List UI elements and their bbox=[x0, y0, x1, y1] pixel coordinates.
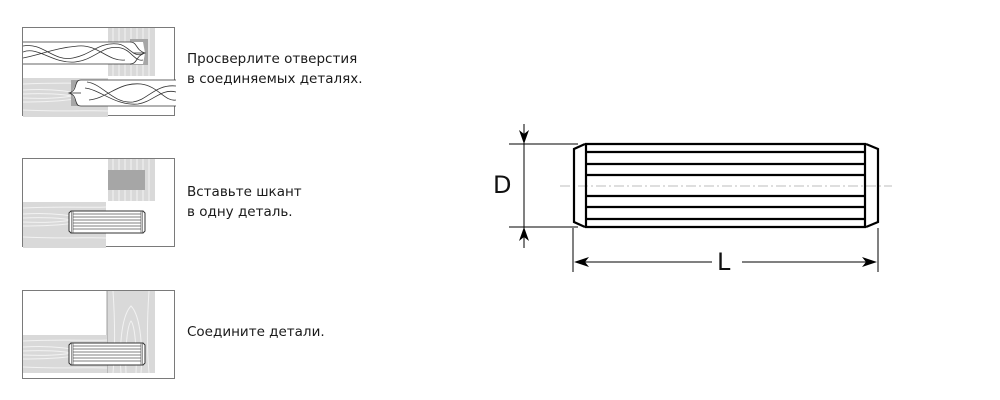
step-3-illustration bbox=[22, 290, 175, 379]
step-1-line-2: в соединяемых деталях. bbox=[187, 71, 363, 87]
dowel-icon bbox=[68, 210, 146, 234]
step-1-line-1: Просверлите отверстия bbox=[187, 51, 358, 67]
insert-dowel-icon bbox=[23, 159, 155, 248]
step-2-instruction: Вставьте шкант в одну деталь. bbox=[187, 182, 302, 222]
drill-holes-icon bbox=[23, 28, 176, 117]
arrow-left-icon bbox=[574, 257, 589, 267]
step-3-instruction: Соедините детали. bbox=[187, 322, 325, 342]
diameter-label: D bbox=[493, 171, 512, 199]
step-2-illustration bbox=[22, 158, 175, 248]
dowel-icon bbox=[68, 342, 146, 366]
arrow-down-icon bbox=[519, 130, 529, 144]
length-dimension bbox=[572, 228, 879, 272]
length-label: L bbox=[717, 248, 731, 276]
step-3-line-1: Соедините детали. bbox=[187, 324, 325, 340]
arrow-right-icon bbox=[862, 257, 877, 267]
step-1-instruction: Просверлите отверстия в соединяемых дета… bbox=[187, 49, 363, 89]
step-2-line-1: Вставьте шкант bbox=[187, 184, 302, 200]
join-parts-icon bbox=[23, 291, 155, 374]
dowel-body bbox=[572, 142, 880, 229]
arrow-up-icon bbox=[519, 227, 529, 241]
step-2-line-2: в одну деталь. bbox=[187, 204, 293, 220]
step-1-illustration bbox=[22, 27, 176, 117]
